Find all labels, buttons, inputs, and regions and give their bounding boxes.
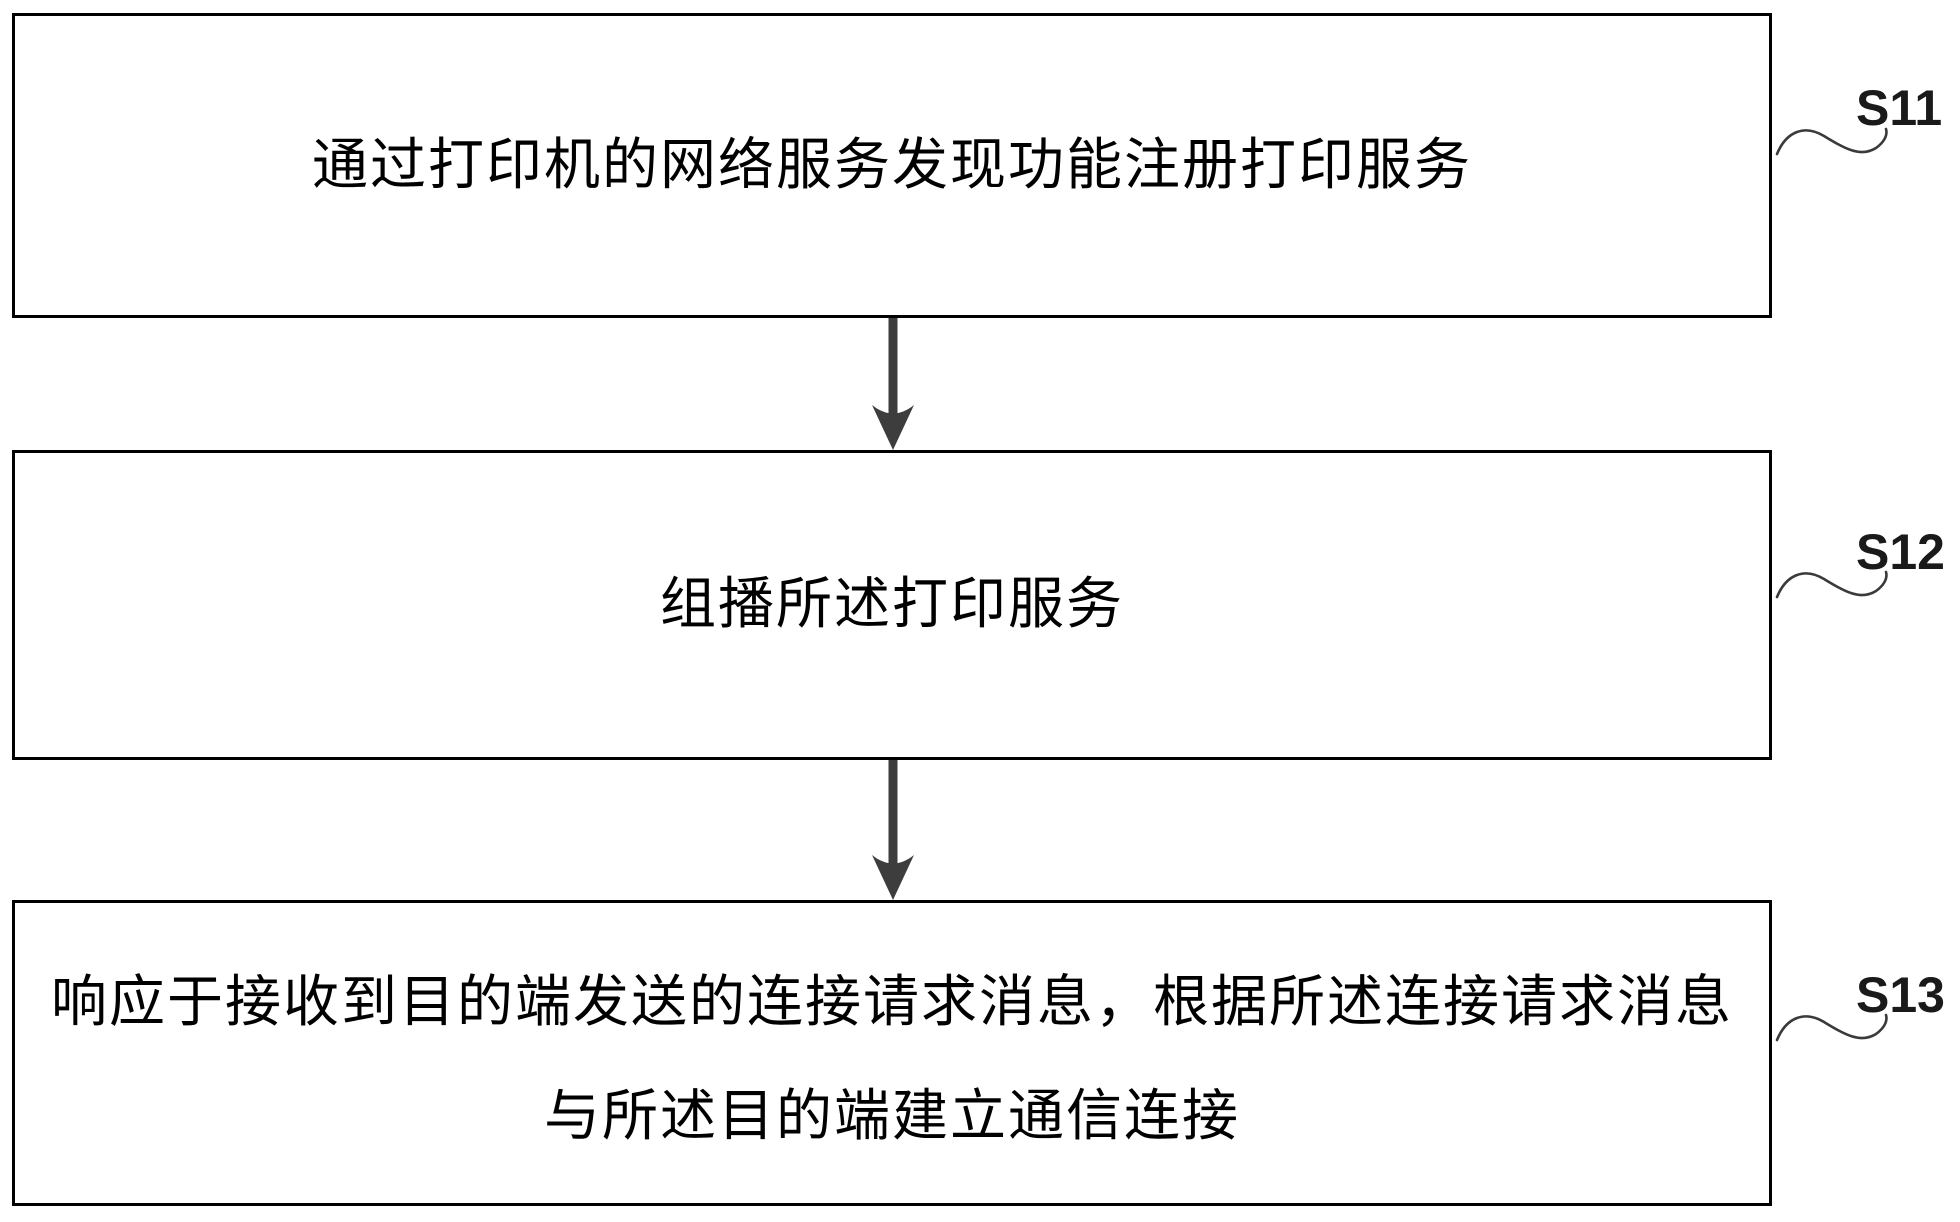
- step-2-text: 组播所述打印服务: [660, 574, 1124, 636]
- step-label-s13: S13: [1856, 967, 1945, 1023]
- tilde-squiggle-icon: [1775, 127, 1888, 156]
- arrow-down-icon: [872, 318, 914, 450]
- step-label-s12: S12: [1856, 524, 1945, 580]
- step-3-text-line-2: 与所述目的端建立通信连接: [544, 1086, 1240, 1148]
- arrow-down-icon: [872, 760, 914, 900]
- step-3-text-line-1: 响应于接收到目的端发送的连接请求消息，根据所述连接请求消息: [51, 972, 1733, 1034]
- flow-step-box-3: 响应于接收到目的端发送的连接请求消息，根据所述连接请求消息 与所述目的端建立通信…: [12, 900, 1772, 1206]
- flow-step-box-2: 组播所述打印服务: [12, 450, 1772, 760]
- flow-step-box-1: 通过打印机的网络服务发现功能注册打印服务: [12, 13, 1772, 318]
- step-1-text: 通过打印机的网络服务发现功能注册打印服务: [312, 134, 1472, 197]
- tilde-squiggle-icon: [1775, 1013, 1888, 1042]
- step-label-s11: S11: [1856, 80, 1943, 136]
- tilde-squiggle-icon: [1775, 570, 1888, 599]
